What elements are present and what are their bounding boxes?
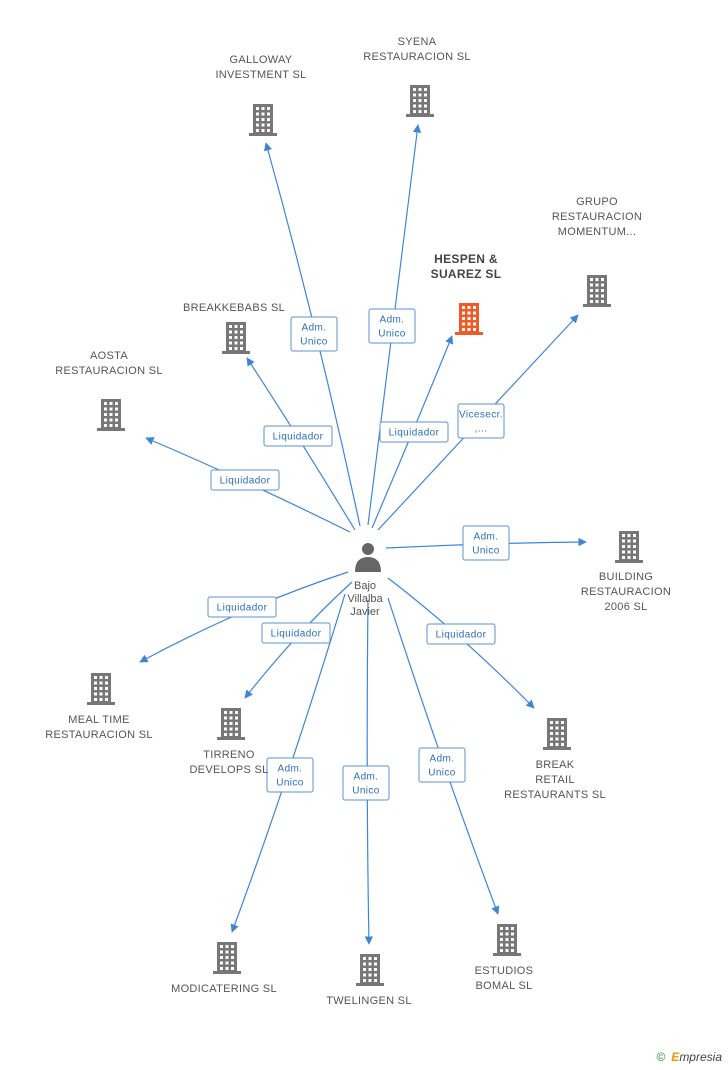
company-label-grupo[interactable]: RESTAURACION (552, 211, 642, 223)
roles-layer: Adm.UnicoAdm.UnicoLiquidadorVicesecr.,..… (207, 308, 510, 801)
company-label-breakkebabs[interactable]: BREAKKEBABS SL (183, 302, 285, 314)
building-icon[interactable] (217, 708, 245, 740)
company-label-aosta[interactable]: AOSTA (90, 350, 128, 362)
company-label-galloway[interactable]: GALLOWAY (230, 54, 293, 66)
company-label-tirreno[interactable]: DEVELOPS SL (189, 764, 268, 776)
role-label-modicatering[interactable]: Adm. Unico (266, 757, 314, 793)
role-text: Unico (300, 337, 328, 348)
building-icon[interactable] (615, 531, 643, 563)
role-box (210, 469, 280, 491)
role-text: Adm. (474, 532, 499, 543)
role-box (342, 765, 390, 801)
role-text: ,... (475, 424, 488, 435)
role-label-hespen[interactable]: Liquidador (379, 421, 449, 443)
role-text: Adm. (302, 323, 327, 334)
role-box (263, 425, 333, 447)
building-icon[interactable] (213, 942, 241, 974)
person-icon (355, 543, 381, 572)
role-text: Vicesecr. (459, 410, 503, 421)
role-box (261, 622, 331, 644)
role-box (426, 623, 496, 645)
building-icon[interactable] (406, 85, 434, 117)
footer-brand[interactable]: © Empresia (656, 1050, 722, 1064)
company-label-breakretail[interactable]: RESTAURANTS SL (504, 789, 606, 801)
company-label-syena[interactable]: RESTAURACION SL (363, 51, 471, 63)
brand-name: mpresia (679, 1050, 722, 1064)
role-box (462, 525, 510, 561)
role-label-breakretail[interactable]: Liquidador (426, 623, 496, 645)
company-label-mealtime[interactable]: RESTAURACION SL (45, 729, 153, 741)
role-box (379, 421, 449, 443)
role-label-mealtime[interactable]: Liquidador (207, 596, 277, 618)
company-label-estudios[interactable]: ESTUDIOS (475, 965, 534, 977)
building-icon[interactable] (543, 718, 571, 750)
role-box (266, 757, 314, 793)
person-name-line: Villalba (347, 593, 383, 605)
company-label-grupo[interactable]: MOMENTUM... (558, 226, 636, 238)
role-text: Unico (428, 768, 456, 779)
role-text: Adm. (380, 315, 405, 326)
role-text: Unico (352, 786, 380, 797)
company-label-twelingen[interactable]: TWELINGEN SL (326, 995, 412, 1007)
role-box (290, 316, 338, 352)
role-text: Liquidador (273, 432, 324, 443)
company-label-hespen[interactable]: SUAREZ SL (431, 267, 502, 281)
company-label-aosta[interactable]: RESTAURACION SL (55, 365, 163, 377)
role-text: Adm. (354, 772, 379, 783)
company-label-syena[interactable]: SYENA (398, 36, 437, 48)
company-label-mealtime[interactable]: MEAL TIME (68, 714, 129, 726)
role-label-aosta[interactable]: Liquidador (210, 469, 280, 491)
building-icon[interactable] (455, 303, 483, 335)
company-label-building2006[interactable]: RESTAURACION (581, 586, 671, 598)
role-text: Unico (472, 546, 500, 557)
role-label-breakkebabs[interactable]: Liquidador (263, 425, 333, 447)
role-label-syena[interactable]: Adm. Unico (368, 308, 416, 344)
building-icon[interactable] (356, 954, 384, 986)
company-label-building2006[interactable]: BUILDING (599, 571, 653, 583)
edges-layer (139, 124, 587, 945)
role-text: Liquidador (220, 476, 271, 487)
company-label-hespen[interactable]: HESPEN & (434, 252, 498, 266)
role-label-tirreno[interactable]: Liquidador (261, 622, 331, 644)
role-label-estudios[interactable]: Adm. Unico (418, 747, 466, 783)
role-text: Unico (276, 778, 304, 789)
role-box (368, 308, 416, 344)
role-text: Liquidador (436, 630, 487, 641)
company-label-modicatering[interactable]: MODICATERING SL (171, 983, 277, 995)
company-label-breakretail[interactable]: RETAIL (535, 774, 575, 786)
building-icon[interactable] (222, 322, 250, 354)
company-label-breakretail[interactable]: BREAK (536, 759, 575, 771)
company-label-building2006[interactable]: 2006 SL (604, 601, 647, 613)
role-box (457, 403, 505, 439)
role-label-grupo[interactable]: Vicesecr.,... (457, 403, 505, 439)
role-text: Adm. (430, 754, 455, 765)
role-box (207, 596, 277, 618)
role-label-building2006[interactable]: Adm. Unico (462, 525, 510, 561)
person-name-line: Bajo (354, 580, 376, 592)
company-label-galloway[interactable]: INVESTMENT SL (215, 69, 306, 81)
building-icon[interactable] (493, 924, 521, 956)
building-icon[interactable] (583, 275, 611, 307)
role-text: Unico (378, 329, 406, 340)
role-text: Adm. (278, 764, 303, 775)
role-label-galloway[interactable]: Adm. Unico (290, 316, 338, 352)
role-label-twelingen[interactable]: Adm. Unico (342, 765, 390, 801)
role-text: Liquidador (389, 428, 440, 439)
copyright-symbol: © (656, 1050, 666, 1064)
company-label-grupo[interactable]: GRUPO (576, 196, 618, 208)
brand-initial: E (671, 1050, 680, 1064)
building-icon[interactable] (97, 399, 125, 431)
nodes-layer: GALLOWAY INVESTMENT SL SYENA RESTAURACION S… (45, 36, 671, 1007)
role-text: Liquidador (217, 603, 268, 614)
person-name-line: Javier (350, 606, 380, 618)
building-icon[interactable] (87, 673, 115, 705)
role-box (418, 747, 466, 783)
company-label-tirreno[interactable]: TIRRENO (203, 749, 255, 761)
building-icon[interactable] (249, 104, 277, 136)
company-label-estudios[interactable]: BOMAL SL (475, 980, 532, 992)
role-text: Liquidador (271, 629, 322, 640)
